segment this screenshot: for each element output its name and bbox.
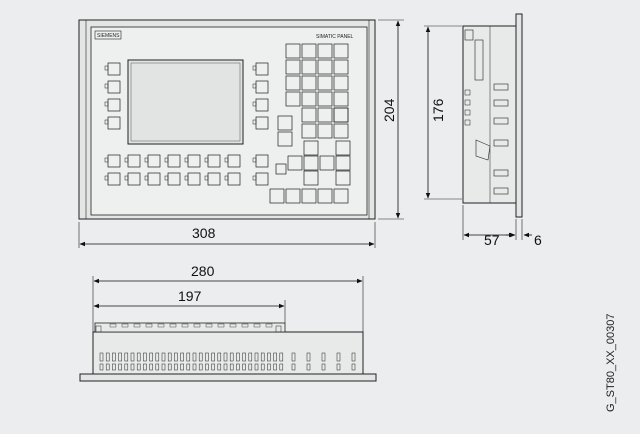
- cursor-key: [287, 155, 303, 171]
- keypad-key: [333, 188, 349, 204]
- keypad-key: [335, 155, 351, 171]
- keypad-key: [285, 59, 301, 75]
- bottom-view: [79, 322, 377, 382]
- front-view: SIEMENS SIMATIC PANEL: [78, 19, 376, 220]
- keypad-key: [317, 123, 333, 139]
- dim-197-label: 197: [178, 288, 202, 304]
- dim-front-width: 308: [78, 222, 376, 248]
- keypad-key: [317, 75, 333, 91]
- cursor-key: [303, 140, 319, 156]
- dim-depth: 57 6: [462, 205, 542, 248]
- keypad-key: [301, 123, 317, 139]
- keypad-key: [333, 59, 349, 75]
- keypad-key: [301, 75, 317, 91]
- dim-308-label: 308: [192, 225, 216, 241]
- keypad-key: [277, 131, 293, 147]
- keypad-key: [333, 43, 349, 59]
- keypad-key: [301, 59, 317, 75]
- keypad-key: [285, 75, 301, 91]
- drawing-code: G_ST80_XX_00307: [605, 314, 617, 412]
- dim-280-label: 280: [191, 263, 215, 279]
- keypad-key: [275, 163, 287, 175]
- keypad-key: [285, 91, 301, 107]
- dim-176-label: 176: [430, 98, 446, 122]
- keypad-key: [333, 75, 349, 91]
- brand-label-box: [94, 30, 122, 40]
- keypad-key: [285, 43, 301, 59]
- keypad-key: [301, 91, 317, 107]
- dim-inner-height: 176: [424, 25, 462, 200]
- keypad-key: [317, 59, 333, 75]
- dim-front-height: 204: [378, 19, 404, 220]
- panel-label: SIMATIC PANEL: [316, 34, 354, 40]
- keypad-key: [317, 107, 333, 123]
- cursor-key: [319, 155, 335, 171]
- keypad-key: [333, 107, 349, 123]
- dim-bottom-width: 280 197: [92, 263, 364, 332]
- keypad-key: [317, 188, 333, 204]
- keypad-key: [317, 91, 333, 107]
- keypad-key: [333, 123, 349, 139]
- keypad-key: [333, 91, 349, 107]
- keypad-key: [301, 188, 317, 204]
- cursor-key: [303, 155, 319, 171]
- dim-6-label: 6: [534, 232, 542, 248]
- keypad-key: [285, 188, 301, 204]
- keypad-key: [301, 107, 317, 123]
- cursor-key: [303, 170, 319, 186]
- keypad-key: [269, 188, 285, 204]
- keypad-key: [301, 43, 317, 59]
- dim-204-label: 204: [381, 98, 397, 122]
- function-keys: [104, 62, 269, 186]
- brand-label: SIEMENS: [97, 33, 120, 39]
- side-view: [462, 13, 523, 218]
- keypad-key: [335, 170, 351, 186]
- keypad: [269, 43, 351, 204]
- keypad-key: [317, 43, 333, 59]
- display-screen: [127, 59, 244, 145]
- dim-57-label: 57: [484, 232, 500, 248]
- keypad-key: [277, 115, 293, 131]
- keypad-key: [335, 140, 351, 156]
